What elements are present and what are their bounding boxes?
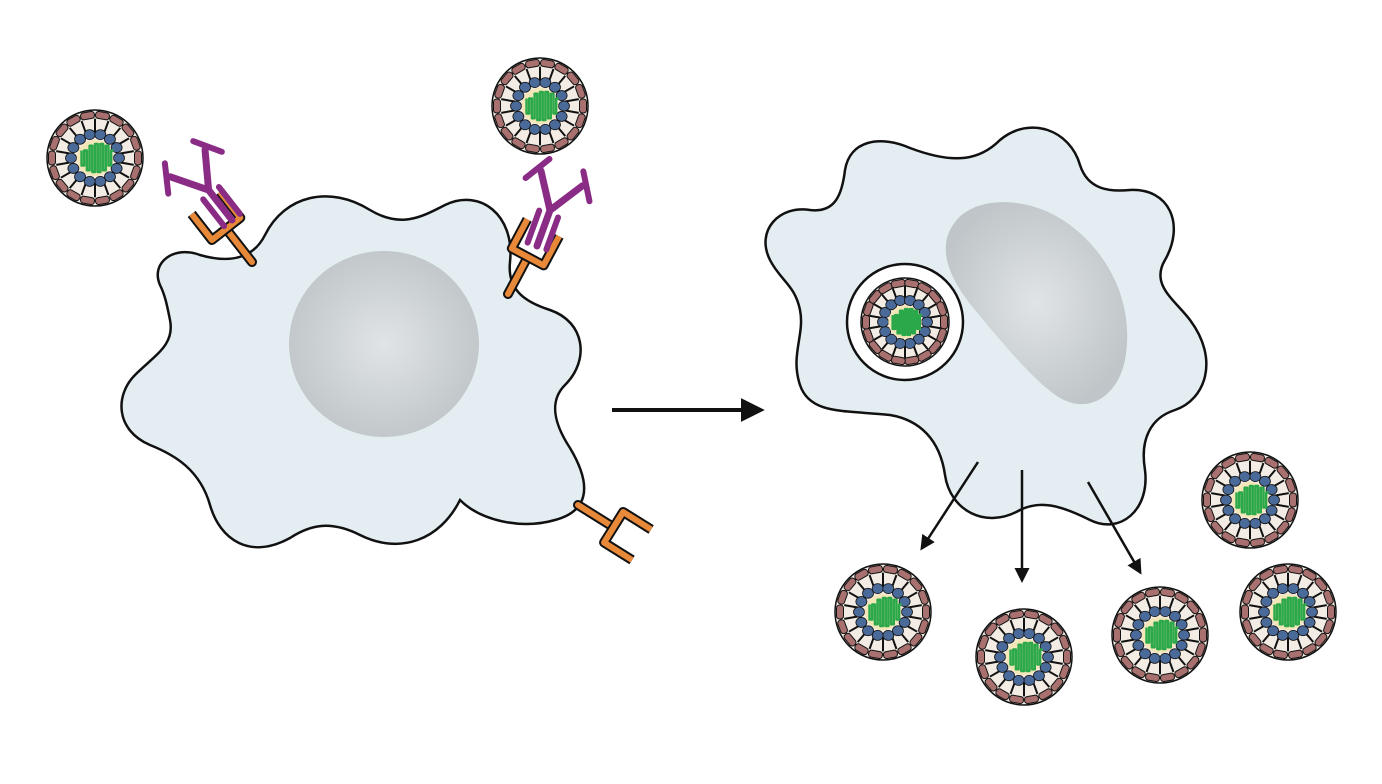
fc-receptor-icon <box>503 216 564 299</box>
cell-left <box>120 195 586 549</box>
virion-icon <box>1201 451 1299 549</box>
antibody-icon <box>522 156 593 253</box>
fc-receptor-icon <box>573 500 654 565</box>
virion-icon <box>1239 563 1337 661</box>
virion-icon <box>1111 586 1209 684</box>
antibody-icon <box>161 138 243 230</box>
virion-icon <box>834 563 932 661</box>
cell-right <box>764 126 1208 526</box>
antibodies <box>161 138 593 253</box>
virion-icon <box>975 608 1073 706</box>
arrows <box>612 398 1142 583</box>
virion-icon <box>860 277 950 367</box>
arrow-icon <box>1086 481 1142 575</box>
virion-icon <box>46 109 144 207</box>
arrow-icon <box>920 461 980 551</box>
cell-left-nucleus <box>289 251 479 437</box>
cell-right-membrane <box>764 126 1208 526</box>
virion-icon <box>491 57 589 155</box>
cell-right-nucleus <box>945 202 1128 405</box>
virions <box>46 57 1337 706</box>
